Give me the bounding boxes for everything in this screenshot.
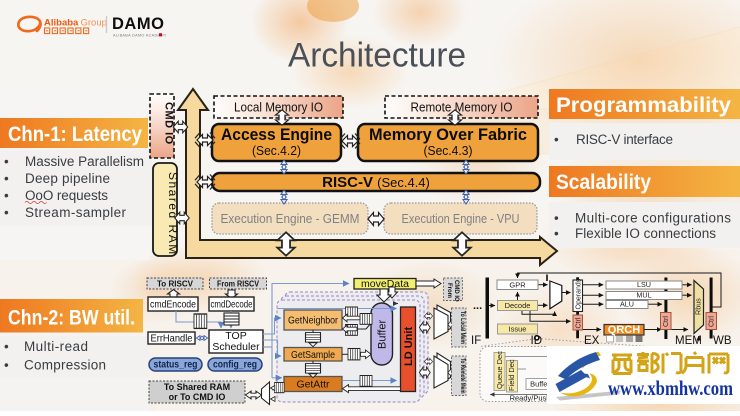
- svg-text:cmdEncode: cmdEncode: [150, 299, 196, 311]
- svg-text:DAMO: DAMO: [112, 15, 164, 33]
- svg-text:IF: IF: [471, 335, 481, 347]
- svg-text:Decode: Decode: [505, 301, 531, 310]
- svg-text:Shared RAM: Shared RAM: [166, 172, 180, 256]
- svg-text:From: From: [446, 283, 452, 298]
- svg-text:•: •: [4, 154, 9, 169]
- svg-text:Alibaba: Alibaba: [44, 18, 79, 29]
- svg-text:Compression: Compression: [24, 358, 106, 373]
- svg-text:Memory Over Fabric: Memory Over Fabric: [369, 126, 527, 144]
- svg-text:(Sec.4.2): (Sec.4.2): [252, 144, 301, 158]
- svg-text:Rbus: Rbus: [694, 298, 703, 315]
- svg-text:config_reg: config_reg: [213, 359, 257, 371]
- svg-text:Operands: Operands: [575, 278, 582, 309]
- svg-text:Issue: Issue: [509, 325, 527, 334]
- svg-text:To Local Mem: To Local Mem: [459, 311, 465, 344]
- svg-text:www.xbmhw.com: www.xbmhw.com: [608, 376, 733, 400]
- svg-text:Deep pipeline: Deep pipeline: [25, 171, 110, 186]
- svg-text:Ctrl: Ctrl: [575, 317, 582, 328]
- svg-text:or To CMD IO: or To CMD IO: [169, 392, 226, 402]
- svg-text:Ctrl: Ctrl: [709, 316, 716, 327]
- svg-text:•: •: [554, 226, 559, 241]
- svg-text:Ready/Push: Ready/Push: [510, 394, 551, 403]
- svg-text:Queue Dec: Queue Dec: [495, 351, 504, 389]
- svg-text:Local Memory IO: Local Memory IO: [234, 101, 323, 115]
- svg-text:To Remote Mem: To Remote Mem: [459, 358, 465, 394]
- svg-text:•: •: [4, 358, 9, 373]
- svg-text:EX: EX: [584, 335, 600, 347]
- svg-text:ALIBABA DAMO ACADEMY: ALIBABA DAMO ACADEMY: [113, 34, 167, 38]
- svg-text:From RISCV: From RISCV: [217, 280, 260, 289]
- svg-text:MUL: MUL: [636, 291, 651, 300]
- svg-text:Execution Engine - GEMM: Execution Engine - GEMM: [221, 211, 360, 226]
- svg-text:RISC-V interface: RISC-V interface: [576, 132, 673, 147]
- svg-text:Buffer: Buffer: [377, 320, 389, 349]
- svg-text:•: •: [4, 188, 9, 203]
- svg-text:Massive Parallelism: Massive Parallelism: [25, 154, 144, 169]
- svg-text:status_reg: status_reg: [154, 359, 198, 371]
- svg-text:Stream-sampler: Stream-sampler: [25, 205, 127, 220]
- svg-text:Remote Memory IO: Remote Memory IO: [411, 101, 513, 115]
- svg-text:RISC-V (Sec.4.4): RISC-V (Sec.4.4): [322, 174, 430, 191]
- svg-text:QRCH: QRCH: [608, 324, 640, 336]
- svg-text:Multi-read: Multi-read: [24, 339, 88, 354]
- svg-text:Ctrl: Ctrl: [663, 316, 670, 327]
- svg-text:GetNeighbor: GetNeighbor: [288, 315, 338, 327]
- svg-text:To RISCV: To RISCV: [157, 280, 194, 289]
- svg-text:GetAttr: GetAttr: [297, 379, 330, 391]
- svg-text:Chn-2: BW util.: Chn-2: BW util.: [8, 306, 135, 330]
- svg-text:Buffer: Buffer: [530, 380, 550, 389]
- svg-text:LSU: LSU: [637, 280, 651, 289]
- svg-text:•: •: [4, 205, 9, 220]
- svg-text:cmdDecode: cmdDecode: [211, 299, 253, 311]
- svg-text:Scalability: Scalability: [556, 170, 651, 194]
- svg-text:TOP: TOP: [225, 330, 246, 342]
- svg-text:LD Unit: LD Unit: [403, 327, 415, 366]
- svg-text:CMD IO: CMD IO: [163, 102, 175, 145]
- svg-text:ErrHandle: ErrHandle: [151, 333, 193, 345]
- svg-text:Scheduler: Scheduler: [212, 341, 260, 353]
- svg-text:To Shared RAM: To Shared RAM: [164, 382, 230, 392]
- svg-text:MEM: MEM: [675, 335, 702, 347]
- svg-text:(Sec.4.3): (Sec.4.3): [424, 144, 473, 158]
- svg-text:Multi-core configurations: Multi-core configurations: [575, 211, 731, 226]
- svg-text:...: ...: [473, 300, 482, 312]
- svg-text:•: •: [4, 339, 9, 354]
- svg-text:ALU: ALU: [620, 300, 634, 309]
- svg-text:OoO requests: OoO requests: [25, 188, 108, 203]
- svg-text:moveData: moveData: [361, 279, 409, 290]
- svg-text:Field Dec: Field Dec: [507, 359, 516, 391]
- svg-text:CMD IO: CMD IO: [453, 280, 459, 302]
- svg-text:GetSample: GetSample: [291, 349, 335, 361]
- svg-text:Flexible IO connections: Flexible IO connections: [575, 226, 716, 241]
- svg-text:•: •: [554, 132, 559, 147]
- svg-text:•: •: [554, 211, 559, 226]
- svg-text:Group: Group: [81, 18, 107, 29]
- svg-text:Programmability: Programmability: [556, 93, 731, 117]
- svg-text:Access Engine: Access Engine: [221, 126, 332, 144]
- svg-text:GPR: GPR: [509, 280, 526, 289]
- svg-text:Execution Engine - VPU: Execution Engine - VPU: [402, 211, 520, 226]
- svg-text:Architecture: Architecture: [288, 37, 466, 75]
- svg-text:ID: ID: [531, 335, 543, 347]
- svg-text:Chn-1: Latency: Chn-1: Latency: [8, 122, 142, 146]
- svg-text:•: •: [4, 171, 9, 186]
- svg-text:WB: WB: [713, 335, 732, 347]
